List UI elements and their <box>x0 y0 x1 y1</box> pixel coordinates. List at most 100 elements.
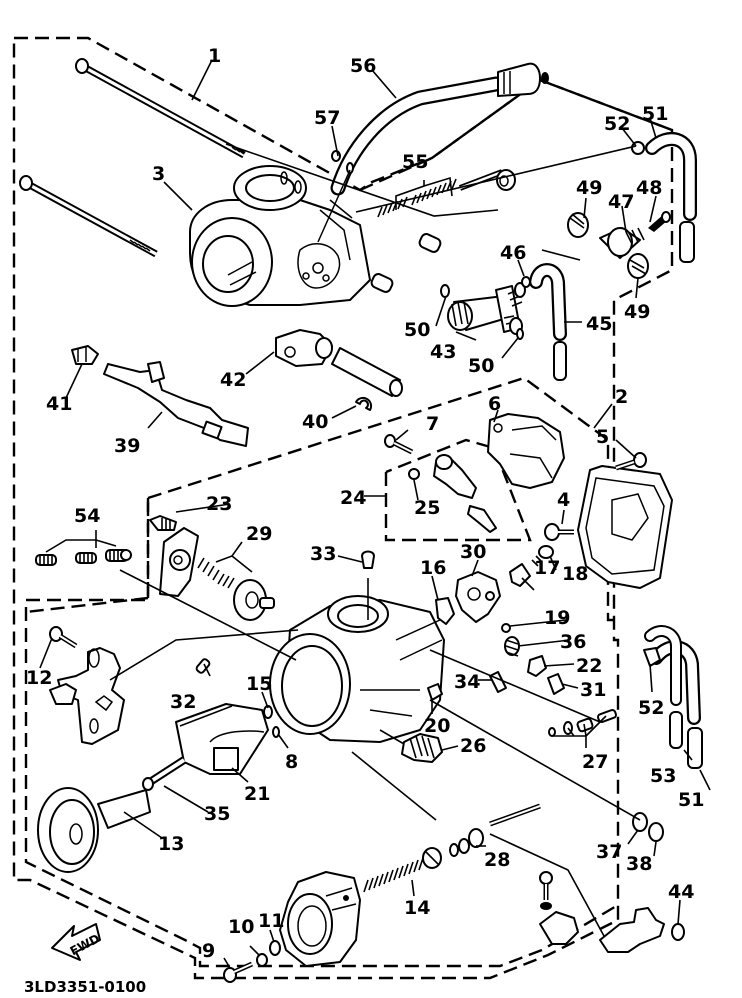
callout-31: 31 <box>580 679 606 701</box>
float-chamber-pin-7 <box>384 434 414 455</box>
frame-assembly-1 <box>12 36 674 980</box>
screw-5 <box>615 452 647 471</box>
callout-27: 27 <box>582 751 608 773</box>
callout-54: 54 <box>74 505 100 527</box>
callout-3: 3 <box>152 163 165 185</box>
callout-17: 17 <box>534 557 560 579</box>
starter-plunger <box>379 729 443 763</box>
callout-7: 7 <box>426 413 439 435</box>
hose-51-upper <box>631 132 697 263</box>
callout-1: 1 <box>208 45 221 67</box>
screw-18 <box>531 545 554 567</box>
callout-39: 39 <box>114 435 140 457</box>
jet-cylinder-upper <box>418 233 442 253</box>
piston-valve <box>175 703 269 775</box>
callout-12: 12 <box>26 667 52 689</box>
o-ring-50a <box>440 284 450 298</box>
hose-53 <box>644 625 683 749</box>
callout-47: 47 <box>608 191 634 213</box>
plate-22 <box>527 655 547 677</box>
callout-29: 29 <box>246 523 272 545</box>
link-pin <box>331 347 403 397</box>
carburetor-top-cover <box>279 871 361 967</box>
lower-assembly-parts: FWD <box>35 413 703 983</box>
callout-2: 2 <box>615 386 628 408</box>
drawing-code: 3LD3351-0100 <box>24 978 146 996</box>
carburetor-body-upper <box>189 165 371 307</box>
callout-55: 55 <box>402 151 428 173</box>
callout-46: 46 <box>500 242 526 264</box>
callout-19: 19 <box>544 607 570 629</box>
joint-47-group <box>567 211 671 279</box>
mount-bracket <box>539 871 665 953</box>
callout-18: 18 <box>562 563 588 585</box>
through-bolt-lower <box>19 175 158 258</box>
main-jet-31 <box>547 673 565 695</box>
callout-52: 52 <box>604 113 630 135</box>
accel-pump-spring <box>197 557 235 589</box>
callout-22: 22 <box>576 655 602 677</box>
callout-37: 37 <box>596 841 622 863</box>
callout-36: 36 <box>560 631 586 653</box>
callout-25: 25 <box>414 497 440 519</box>
callout-51b: 51 <box>678 789 704 811</box>
throttle-lever-plate <box>49 647 125 745</box>
clip-16 <box>435 597 455 625</box>
throttle-link <box>275 329 333 367</box>
nut-44 <box>671 923 685 941</box>
callout-51: 51 <box>642 103 668 125</box>
callout-40: 40 <box>302 411 328 433</box>
pilot-screw-set <box>548 709 617 737</box>
spring-36 <box>504 636 520 657</box>
washer-19 <box>501 623 511 633</box>
callout-23: 23 <box>206 493 232 515</box>
screw-4 <box>544 523 574 541</box>
upper-assembly-parts <box>19 58 697 447</box>
accelerator-pump-cover <box>149 515 199 597</box>
nut-38 <box>648 822 664 842</box>
callout-50: 50 <box>404 319 430 341</box>
callout-32: 32 <box>170 691 196 713</box>
callout-34: 34 <box>454 671 480 693</box>
washer-25 <box>408 468 420 480</box>
callout-38: 38 <box>626 853 652 875</box>
holder-20 <box>427 683 443 701</box>
float-chamber-cover <box>577 465 673 589</box>
cap-33 <box>361 550 375 569</box>
throttle-cable <box>330 62 549 196</box>
callout-43: 43 <box>430 341 456 363</box>
cable-clip <box>317 150 354 243</box>
callout-5: 5 <box>596 426 609 448</box>
clip-46 <box>521 276 531 288</box>
accel-pump-diaphragm <box>233 579 275 621</box>
needle-valve-seat <box>433 454 497 533</box>
callout-6: 6 <box>488 393 501 415</box>
callout-52b: 52 <box>638 697 664 719</box>
washer-37 <box>632 812 648 832</box>
carburetor-body-lower <box>269 578 445 743</box>
callout-11: 11 <box>258 910 284 932</box>
frame-lower-slides <box>25 502 150 614</box>
float <box>487 413 565 489</box>
callout-14: 14 <box>404 897 430 919</box>
hose-45 <box>529 263 567 381</box>
diaphragm <box>37 787 151 873</box>
bracket-41 <box>71 345 99 365</box>
o-ring-50b <box>516 328 524 340</box>
callout-42: 42 <box>220 369 246 391</box>
clip-40 <box>355 396 373 411</box>
callout-30: 30 <box>460 541 486 563</box>
jet-needle <box>142 756 187 791</box>
callout-26: 26 <box>460 735 486 757</box>
callout-labels: 1 2 3 4 5 6 7 8 9 10 11 12 13 14 15 16 1… <box>26 45 704 962</box>
callout-16: 16 <box>420 557 446 579</box>
callout-49b: 49 <box>624 301 650 323</box>
callout-15: 15 <box>246 673 272 695</box>
callout-28: 28 <box>484 849 510 871</box>
callout-8: 8 <box>285 751 298 773</box>
jet-cylinder-lower <box>370 273 394 293</box>
frame-needle-valve-set <box>384 438 532 542</box>
callout-45: 45 <box>586 313 612 335</box>
callout-21: 21 <box>244 783 270 805</box>
